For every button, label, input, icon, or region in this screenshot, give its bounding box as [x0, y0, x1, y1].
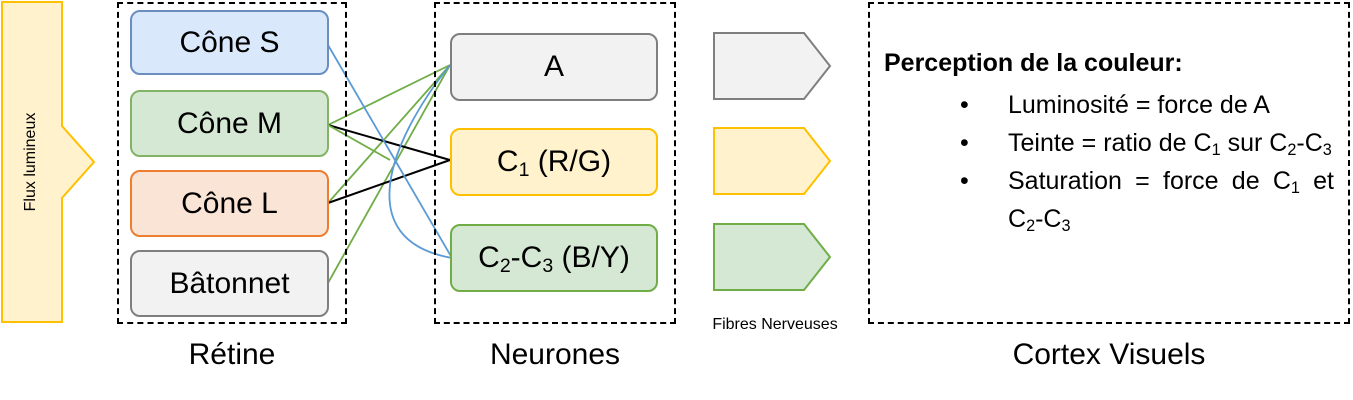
- cone-m: Cône M: [130, 90, 329, 157]
- perception-list: Luminosité = force de A Teinte = ratio d…: [884, 86, 1334, 238]
- fibres-label: Fibres Nerveuses: [712, 316, 838, 333]
- retine-group: [117, 2, 347, 324]
- fibre-arrow-a: [713, 32, 832, 100]
- batonnet: Bâtonnet: [130, 250, 329, 317]
- connection-m-to-c23: [327, 124, 391, 161]
- cone-s: Cône S: [130, 10, 329, 75]
- connection-ml-to-c23: [388, 64, 453, 259]
- neuron-c1: C1 (R/G): [450, 128, 658, 196]
- perception-item-saturation: Saturation = force de C1 et C2-C3: [884, 162, 1334, 238]
- neuron-a: A: [450, 33, 658, 101]
- fibre-arrow-c1: [713, 127, 832, 195]
- perception-item-luminosite: Luminosité = force de A: [884, 86, 1334, 124]
- cortex-label: Cortex Visuels: [1012, 338, 1206, 371]
- connection-s-to-c23: [327, 44, 453, 259]
- perception-block: Perception de la couleur: Luminosité = f…: [884, 44, 1334, 238]
- perception-item-teinte: Teinte = ratio de C1 sur C2-C3: [884, 124, 1334, 162]
- connection-batonnet-to-a: [327, 64, 451, 284]
- cortex-group: [868, 2, 1350, 324]
- neuron-c2c3: C2-C3 (B/Y): [450, 224, 658, 292]
- neurones-group: [434, 2, 676, 324]
- connection-l-to-a: [327, 64, 451, 204]
- connection-m-to-a: [327, 64, 451, 126]
- neurones-label: Neurones: [489, 338, 621, 371]
- fibre-arrow-c23: [713, 223, 832, 291]
- perception-title: Perception de la couleur:: [884, 49, 1183, 77]
- connections: [327, 44, 453, 284]
- flux-arrow: [1, 1, 96, 323]
- connection-l-to-c1: [327, 159, 451, 204]
- retine-label: Rétine: [188, 338, 276, 371]
- connection-m-to-c1: [327, 124, 451, 161]
- cone-l: Cône L: [130, 170, 329, 237]
